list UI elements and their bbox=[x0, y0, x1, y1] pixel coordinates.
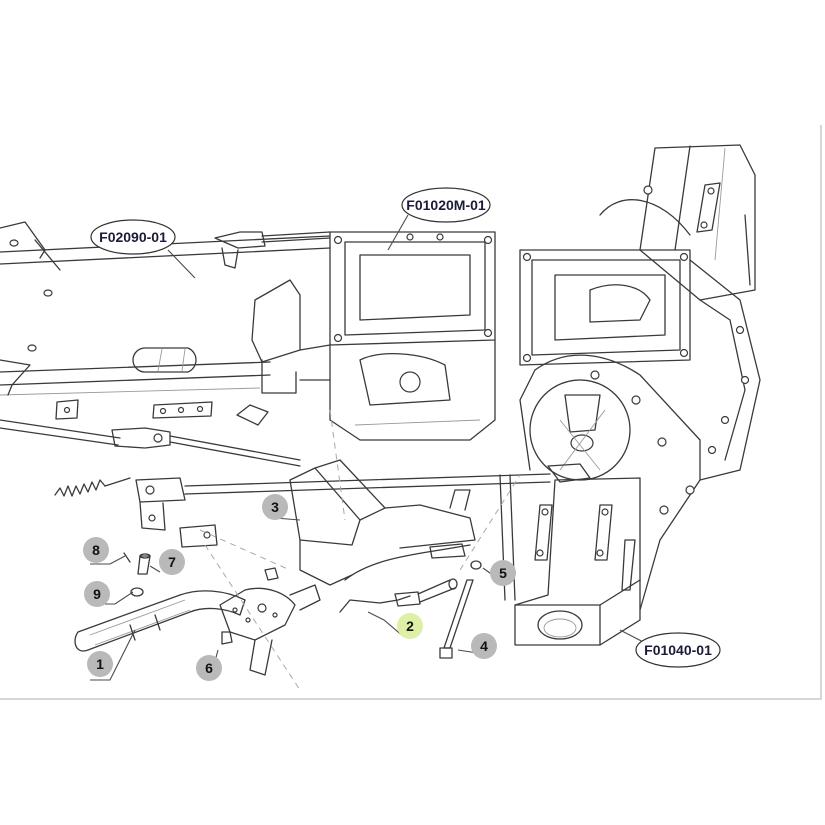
callout-number: 1 bbox=[96, 656, 104, 672]
callout-number: 9 bbox=[93, 586, 101, 602]
callout-circle bbox=[84, 581, 110, 607]
callout-circle bbox=[490, 560, 516, 586]
callout-number: 8 bbox=[92, 542, 100, 558]
callout-circle bbox=[83, 537, 109, 563]
assembly-label-text: F01040-01 bbox=[644, 642, 712, 658]
leader-lines bbox=[90, 214, 656, 681]
callout-6: 6 bbox=[196, 655, 222, 681]
callout-circle bbox=[397, 613, 423, 639]
linkage-rods bbox=[0, 419, 551, 531]
callout-number: 4 bbox=[480, 638, 488, 654]
callout-group: 1 2 3 4 5 6 7 8 9 bbox=[83, 494, 516, 681]
assembly-label-F01040-01: F01040-01 bbox=[635, 632, 721, 668]
diagram-frame bbox=[0, 125, 822, 700]
callout-circle bbox=[87, 651, 113, 677]
callout-number: 3 bbox=[271, 499, 279, 515]
axle-housing-part bbox=[514, 354, 701, 646]
callout-number: 5 bbox=[499, 565, 507, 581]
callout-circle bbox=[159, 549, 185, 575]
callout-5: 5 bbox=[490, 560, 516, 586]
callout-2: 2 bbox=[397, 613, 423, 639]
gearbox-part bbox=[519, 144, 761, 481]
bolt-and-nut-parts bbox=[439, 560, 482, 659]
callout-7: 7 bbox=[159, 549, 185, 575]
assembly-label-F02090-01: F02090-01 bbox=[90, 219, 176, 255]
small-hardware-parts bbox=[123, 524, 218, 597]
callout-9: 9 bbox=[84, 581, 110, 607]
callout-3: 3 bbox=[262, 494, 288, 520]
frame-part bbox=[0, 221, 331, 426]
assembly-label-text: F01020M-01 bbox=[406, 197, 486, 213]
assembly-label-F01020M-01: F01020M-01 bbox=[401, 187, 491, 223]
callout-4: 4 bbox=[471, 633, 497, 659]
callout-number: 6 bbox=[205, 660, 213, 676]
callout-circle bbox=[196, 655, 222, 681]
assembly-label-text: F02090-01 bbox=[99, 229, 167, 245]
callout-number: 2 bbox=[406, 618, 414, 634]
ratchet-mechanism-part bbox=[219, 567, 321, 676]
callout-1: 1 bbox=[87, 651, 113, 677]
callout-circle bbox=[471, 633, 497, 659]
callout-8: 8 bbox=[83, 537, 109, 563]
callout-number: 7 bbox=[168, 554, 176, 570]
center-housing-part bbox=[299, 231, 496, 441]
assembly-guide-lines bbox=[199, 409, 521, 691]
brake-cable-part bbox=[339, 543, 471, 613]
callout-circle bbox=[262, 494, 288, 520]
